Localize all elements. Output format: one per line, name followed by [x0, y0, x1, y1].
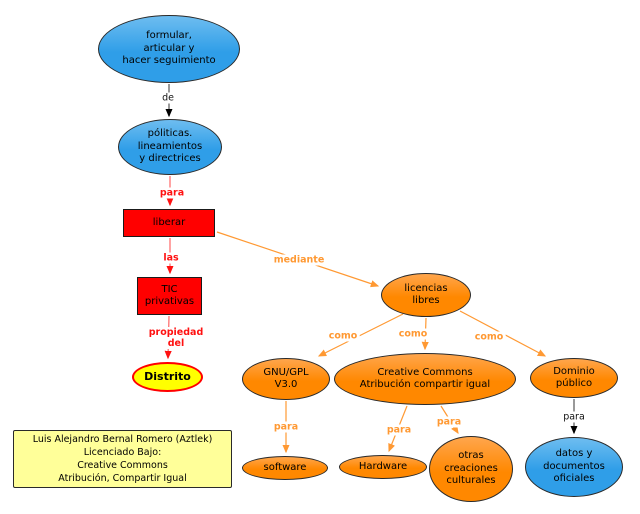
node-cc-line: Creative Commons	[377, 366, 473, 378]
node-software[interactable]: software	[242, 456, 328, 480]
node-tic-line: TIC	[161, 283, 178, 295]
credit-line-license: Licenciado Bajo:	[83, 447, 162, 458]
node-politicas-line: lineamientos	[137, 140, 203, 152]
node-creative-commons[interactable]: Creative Commons Atribución compartir ig…	[334, 353, 516, 405]
node-politicas-line: y directrices	[139, 153, 201, 165]
edge-label-de[interactable]: de	[160, 92, 176, 104]
node-software-line: software	[263, 461, 307, 473]
node-liberar-line: liberar	[152, 216, 186, 228]
node-otras-creaciones[interactable]: otras creaciones culturales	[429, 436, 513, 502]
edge-label-propiedad-line: propiedad	[148, 327, 204, 338]
node-formular-line: formular,	[146, 30, 192, 42]
node-hardware[interactable]: Hardware	[339, 455, 427, 479]
node-tic-privativas[interactable]: TIC privativas	[137, 277, 202, 315]
node-liberar[interactable]: liberar	[123, 209, 215, 237]
node-gnu-line: V3.0	[274, 379, 298, 390]
node-tic-line: privativas	[144, 296, 195, 307]
node-hardware-line: Hardware	[358, 460, 408, 472]
credit-box[interactable]: Luis Alejandro Bernal Romero (Aztlek) Li…	[13, 430, 232, 488]
credit-line-author: Luis Alejandro Bernal Romero (Aztlek)	[32, 434, 213, 445]
node-datos-line: datos y	[555, 448, 593, 460]
edge-label-para-hardware[interactable]: para	[384, 424, 414, 436]
edge-label-para-datos[interactable]: para	[561, 411, 587, 423]
node-formular[interactable]: formular, articular y hacer seguimiento	[98, 15, 240, 83]
node-otras-line: creaciones	[444, 462, 498, 474]
node-dominio-line: público	[555, 378, 593, 389]
node-datos-line: documentos	[543, 460, 605, 472]
credit-line-cc: Creative Commons	[77, 460, 168, 471]
node-licencias-libres[interactable]: licencias libres	[381, 273, 471, 317]
node-datos-line: oficiales	[553, 473, 595, 485]
edge-label-como-dominio[interactable]: como	[472, 331, 506, 343]
node-politicas-line: póliticas.	[147, 128, 193, 140]
node-licencias-line: licencias	[404, 282, 448, 294]
credit-line-terms: Atribución, Compartir Igual	[58, 473, 187, 484]
edge-label-para-otras[interactable]: para	[434, 416, 464, 428]
edge-label-como-cc[interactable]: como	[396, 328, 430, 340]
node-licencias-line: libres	[412, 295, 440, 306]
edge-label-del-line: del	[167, 338, 185, 349]
edge-label-mediante[interactable]: mediante	[271, 254, 327, 266]
node-datos-documentos[interactable]: datos y documentos oficiales	[525, 437, 623, 497]
edge-label-propiedad-del[interactable]: propiedad del	[146, 327, 206, 349]
edge-label-para-politicas[interactable]: para	[157, 187, 187, 199]
node-otras-line: otras	[458, 450, 484, 462]
node-cc-line: Atribución compartir igual	[359, 379, 491, 390]
node-dominio-line: Dominio	[553, 365, 595, 377]
node-gnu-gpl[interactable]: GNU/GPL V3.0	[242, 358, 330, 400]
edge-label-las[interactable]: las	[161, 252, 181, 264]
node-dominio-publico[interactable]: Dominio público	[530, 358, 618, 398]
node-distrito[interactable]: Distrito	[132, 362, 203, 392]
node-formular-line: hacer seguimiento	[122, 55, 216, 67]
edge-label-para-software[interactable]: para	[271, 421, 301, 433]
edge-label-como-gnu[interactable]: como	[326, 330, 360, 342]
node-formular-line: articular y	[143, 42, 195, 54]
node-otras-line: culturales	[446, 475, 496, 487]
node-gnu-line: GNU/GPL	[263, 366, 309, 378]
node-distrito-line: Distrito	[144, 369, 191, 383]
node-politicas[interactable]: póliticas. lineamientos y directrices	[118, 119, 222, 175]
